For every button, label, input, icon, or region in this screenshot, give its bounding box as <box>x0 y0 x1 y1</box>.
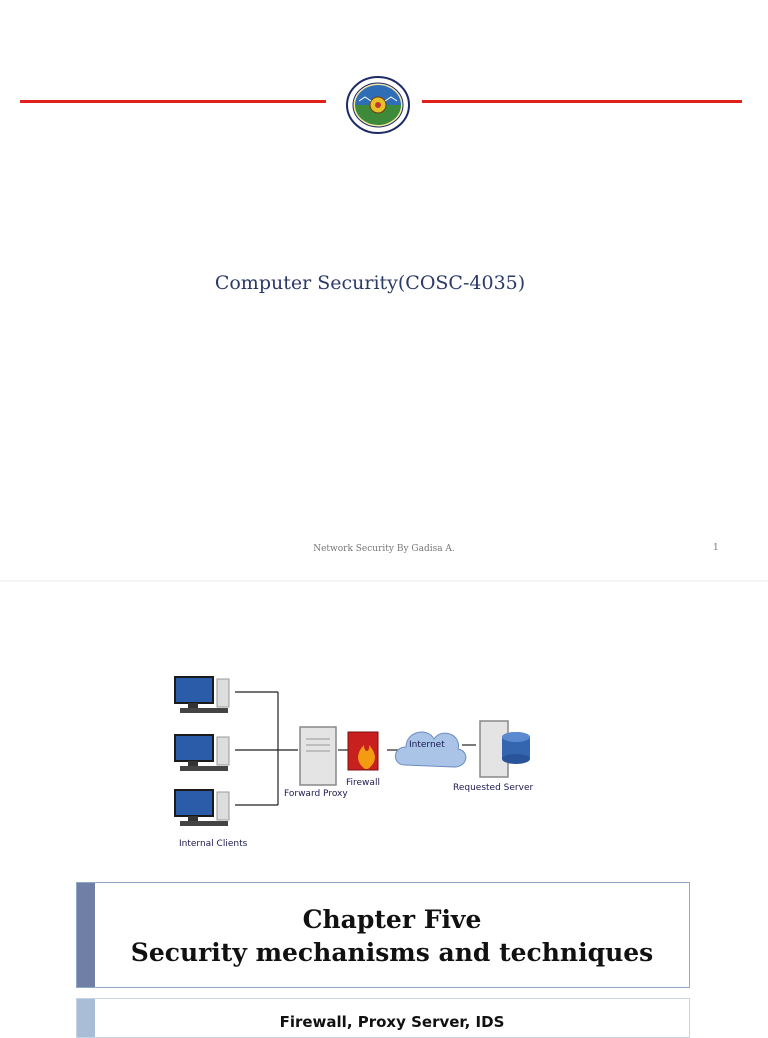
label-internet: Internet <box>409 740 445 750</box>
label-firewall: Firewall <box>346 778 380 788</box>
chapter-accent-bar <box>77 883 95 987</box>
firewall-icon <box>347 731 379 771</box>
slide-divider <box>0 580 768 582</box>
label-forward-proxy: Forward Proxy <box>284 789 348 799</box>
chapter-heading: Chapter Five Security mechanisms and tec… <box>95 903 689 969</box>
client-computer-icon <box>174 734 230 771</box>
subtitle-accent-bar <box>77 999 95 1037</box>
client-computer-icon <box>174 676 230 713</box>
title-slide: Computer Security(COSC-4035) Network Sec… <box>20 75 742 554</box>
label-requested-server: Requested Server <box>453 783 534 793</box>
chapter-number: Chapter Five <box>302 905 482 934</box>
network-diagram: Internal Clients Forward Proxy Firewall … <box>160 665 540 855</box>
chapter-title: Security mechanisms and techniques <box>130 938 654 967</box>
internet-cloud-icon <box>394 731 467 768</box>
chapter-subtitle-box: Firewall, Proxy Server, IDS <box>76 998 690 1038</box>
course-title: Computer Security(COSC-4035) <box>214 272 526 294</box>
page-number: 1 <box>713 543 719 553</box>
header-rule-right <box>422 100 742 103</box>
university-seal-icon <box>345 75 411 135</box>
chapter-heading-box: Chapter Five Security mechanisms and tec… <box>76 882 690 988</box>
slide-footer: Network Security By Gadisa A. <box>313 544 455 554</box>
proxy-server-icon <box>299 726 337 786</box>
database-server-icon <box>479 720 530 778</box>
header-rule-left <box>20 100 326 103</box>
client-computer-icon <box>174 789 230 826</box>
label-internal-clients: Internal Clients <box>179 839 248 849</box>
chapter-subtitle: Firewall, Proxy Server, IDS <box>279 1013 505 1031</box>
